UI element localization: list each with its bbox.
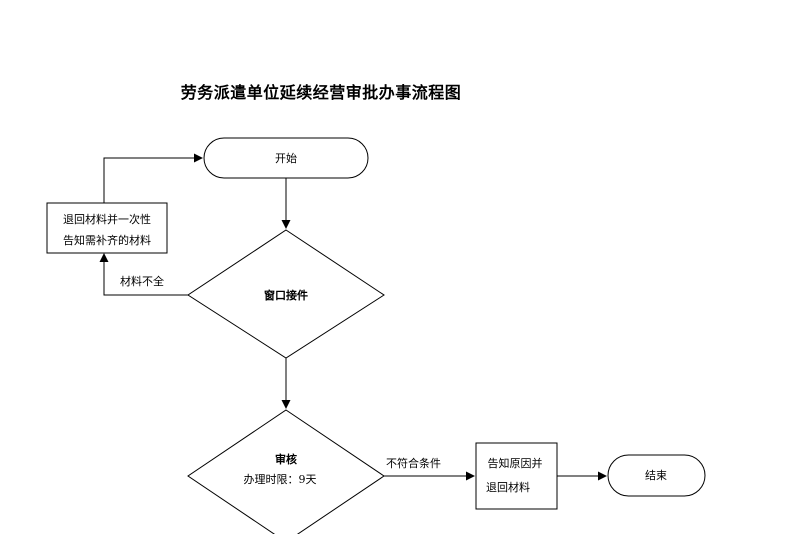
notify-return-line1: 告知原因并 xyxy=(488,456,543,470)
notify-return-line2: 退回材料 xyxy=(486,480,530,494)
review-node: 审核 办理时限：9天 xyxy=(187,409,385,534)
start-label: 开始 xyxy=(275,151,297,165)
return-materials-line2: 告知需补齐的材料 xyxy=(63,233,151,247)
window-intake-label: 窗口接件 xyxy=(264,288,308,302)
edge-incomplete xyxy=(99,253,188,296)
window-intake-node: 窗口接件 xyxy=(187,229,385,359)
end-label: 结束 xyxy=(645,469,667,482)
edge-not-qualified-label: 不符合条件 xyxy=(386,456,441,470)
page-title: 劳务派遣单位延续经营审批办事流程图 xyxy=(180,83,462,102)
start-node: 开始 xyxy=(203,137,369,179)
return-materials-line1: 退回材料并一次性 xyxy=(63,212,151,226)
review-label: 审核 xyxy=(275,452,297,466)
return-materials-node: 退回材料并一次性 告知需补齐的材料 xyxy=(46,202,168,254)
notify-return-node: 告知原因并 退回材料 xyxy=(475,442,558,510)
review-time-limit: 办理时限：9天 xyxy=(244,473,317,486)
end-node: 结束 xyxy=(607,454,706,497)
edge-incomplete-label: 材料不全 xyxy=(120,274,164,288)
edge-return-to-start xyxy=(103,153,203,203)
